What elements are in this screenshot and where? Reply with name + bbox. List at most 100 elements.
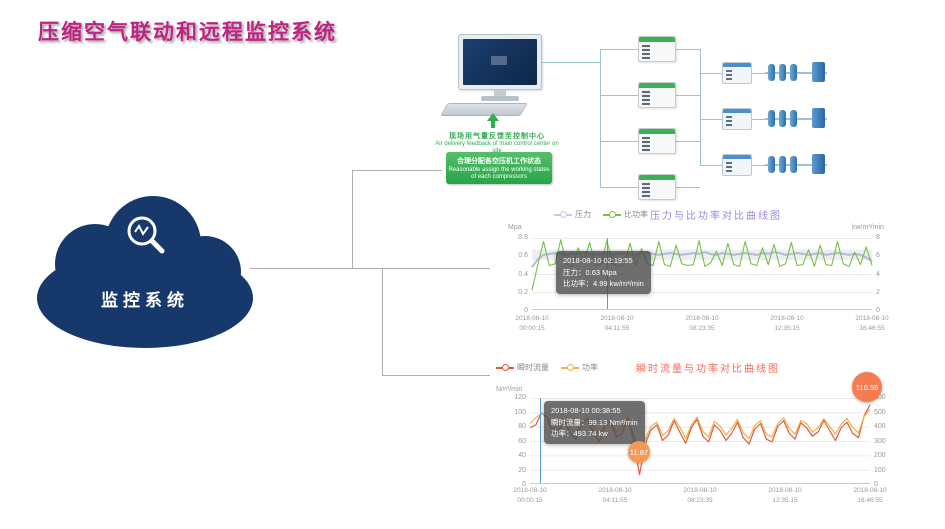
legend-marker-icon [561,363,579,372]
axis-tick: 500 [874,408,886,416]
axis-tick: 120 [514,394,526,401]
legend-item[interactable]: 比功率 [603,209,648,220]
axis-tick: 0.2 [518,288,528,296]
axis-tick: 2018-08-10 [515,315,549,322]
connector-line [382,375,490,376]
tooltip-line: 2018-08-10 02:19:55 [563,256,633,265]
axis-tick: 0.4 [518,270,528,278]
pipe-line [700,165,722,166]
air-treatment-icon [765,150,827,180]
axis-tick: 300 [874,437,886,445]
axis-tick: 2018-08-10 [600,315,634,322]
axis-tick: 12:35:15 [772,496,798,504]
assign-banner-cn: 合理分配各空压机工作状态 [457,157,541,165]
cable-line [600,141,638,142]
y-axis-unit-right: kw/m³/min [852,224,884,231]
compressor-icon [638,174,676,200]
pipe-line [700,73,722,74]
air-treatment-icon [765,58,827,88]
compressor-icon [638,36,676,62]
monitor-base [481,96,519,101]
y-axis-unit-left: Mpa [508,224,522,231]
axis-tick: 60 [518,437,526,445]
compressor-icon [722,108,752,130]
axis-tick: 2018-08-10 [598,487,632,494]
feedback-caption-en: Air delivery feedback of main control ce… [435,141,559,154]
legend-item[interactable]: 功率 [561,362,598,373]
axis-tick: 00:00:15 [517,496,543,504]
tooltip-line: 功率：493.74 kw [551,429,608,439]
legend-label: 比功率 [624,210,648,219]
x-axis-label: 2018-08-10 12:35:15 [755,486,815,506]
legend-label: 压力 [575,210,591,219]
pipe-line [752,73,765,74]
axis-tick: 16:46:55 [859,324,885,332]
legend-marker-icon [496,363,514,372]
air-treatment-icon [765,104,827,134]
y-axis-unit-left: Nm³/min [496,386,523,393]
axis-tick: 600 [874,394,886,401]
axis-tick: 12:35:15 [774,324,800,332]
cable-line [600,187,638,188]
legend-marker-icon [554,210,572,219]
compressor-icon [722,62,752,84]
axis-tick: 2018-08-10 [685,315,719,322]
x-axis-label: 2018-08-10 04:11:55 [587,314,647,334]
pipe-line [700,49,701,166]
connector-line [382,269,383,375]
chart-legend: 压力 比功率 [554,209,648,220]
axis-tick: 6 [876,252,880,260]
legend-item[interactable]: 瞬时流量 [496,362,549,373]
data-label-badge: 11.87 [628,441,650,463]
data-label-badge: 110.55 [852,372,882,402]
feedback-caption-cn: 现场用气量反馈至控制中心 [449,133,545,140]
axis-tick: 2 [876,288,880,296]
pipe-line [752,119,765,120]
axis-tick: 2018-08-10 [853,487,887,494]
axis-tick: 04:11:55 [604,324,630,332]
monitoring-cloud: 监控系统 [33,186,257,350]
axis-tick: 0.8 [518,234,528,241]
feedback-caption: 现场用气量反馈至控制中心 Air delivery feedback of ma… [430,131,564,155]
axis-tick: 200 [874,452,886,459]
cloud-shape [37,196,253,348]
monitor-stand [494,90,506,97]
axis-tick: 0 [522,481,526,488]
up-arrow-icon [486,113,500,129]
connector-line [352,170,353,269]
compressor-icon [638,82,676,108]
axis-tick: 08:23:35 [687,496,713,504]
axis-tick: 2018-08-10 [768,487,802,494]
connector-line [250,268,490,269]
computer-monitor-icon [458,34,542,90]
legend-marker-icon [603,210,621,219]
x-axis-label: 2018-08-10 00:00:15 [500,486,560,506]
cable-line [600,49,638,50]
axis-tick: 0.6 [518,252,528,260]
axis-tick: 100 [874,466,886,474]
cable-line [600,49,601,188]
legend-item[interactable]: 压力 [554,209,591,220]
keyboard-icon [440,103,528,116]
magnifier-icon [121,210,169,263]
tooltip-line: 比功率：4.99 kw/m³/min [563,279,644,289]
axis-tick: 2018-08-10 [683,487,717,494]
axis-tick: 2018-08-10 [855,315,889,322]
axis-tick: 2018-08-10 [513,487,547,494]
cloud-label: 监控系统 [101,291,189,310]
axis-tick: 80 [518,423,526,430]
cable-line [542,62,600,63]
pipe-line [676,49,700,50]
